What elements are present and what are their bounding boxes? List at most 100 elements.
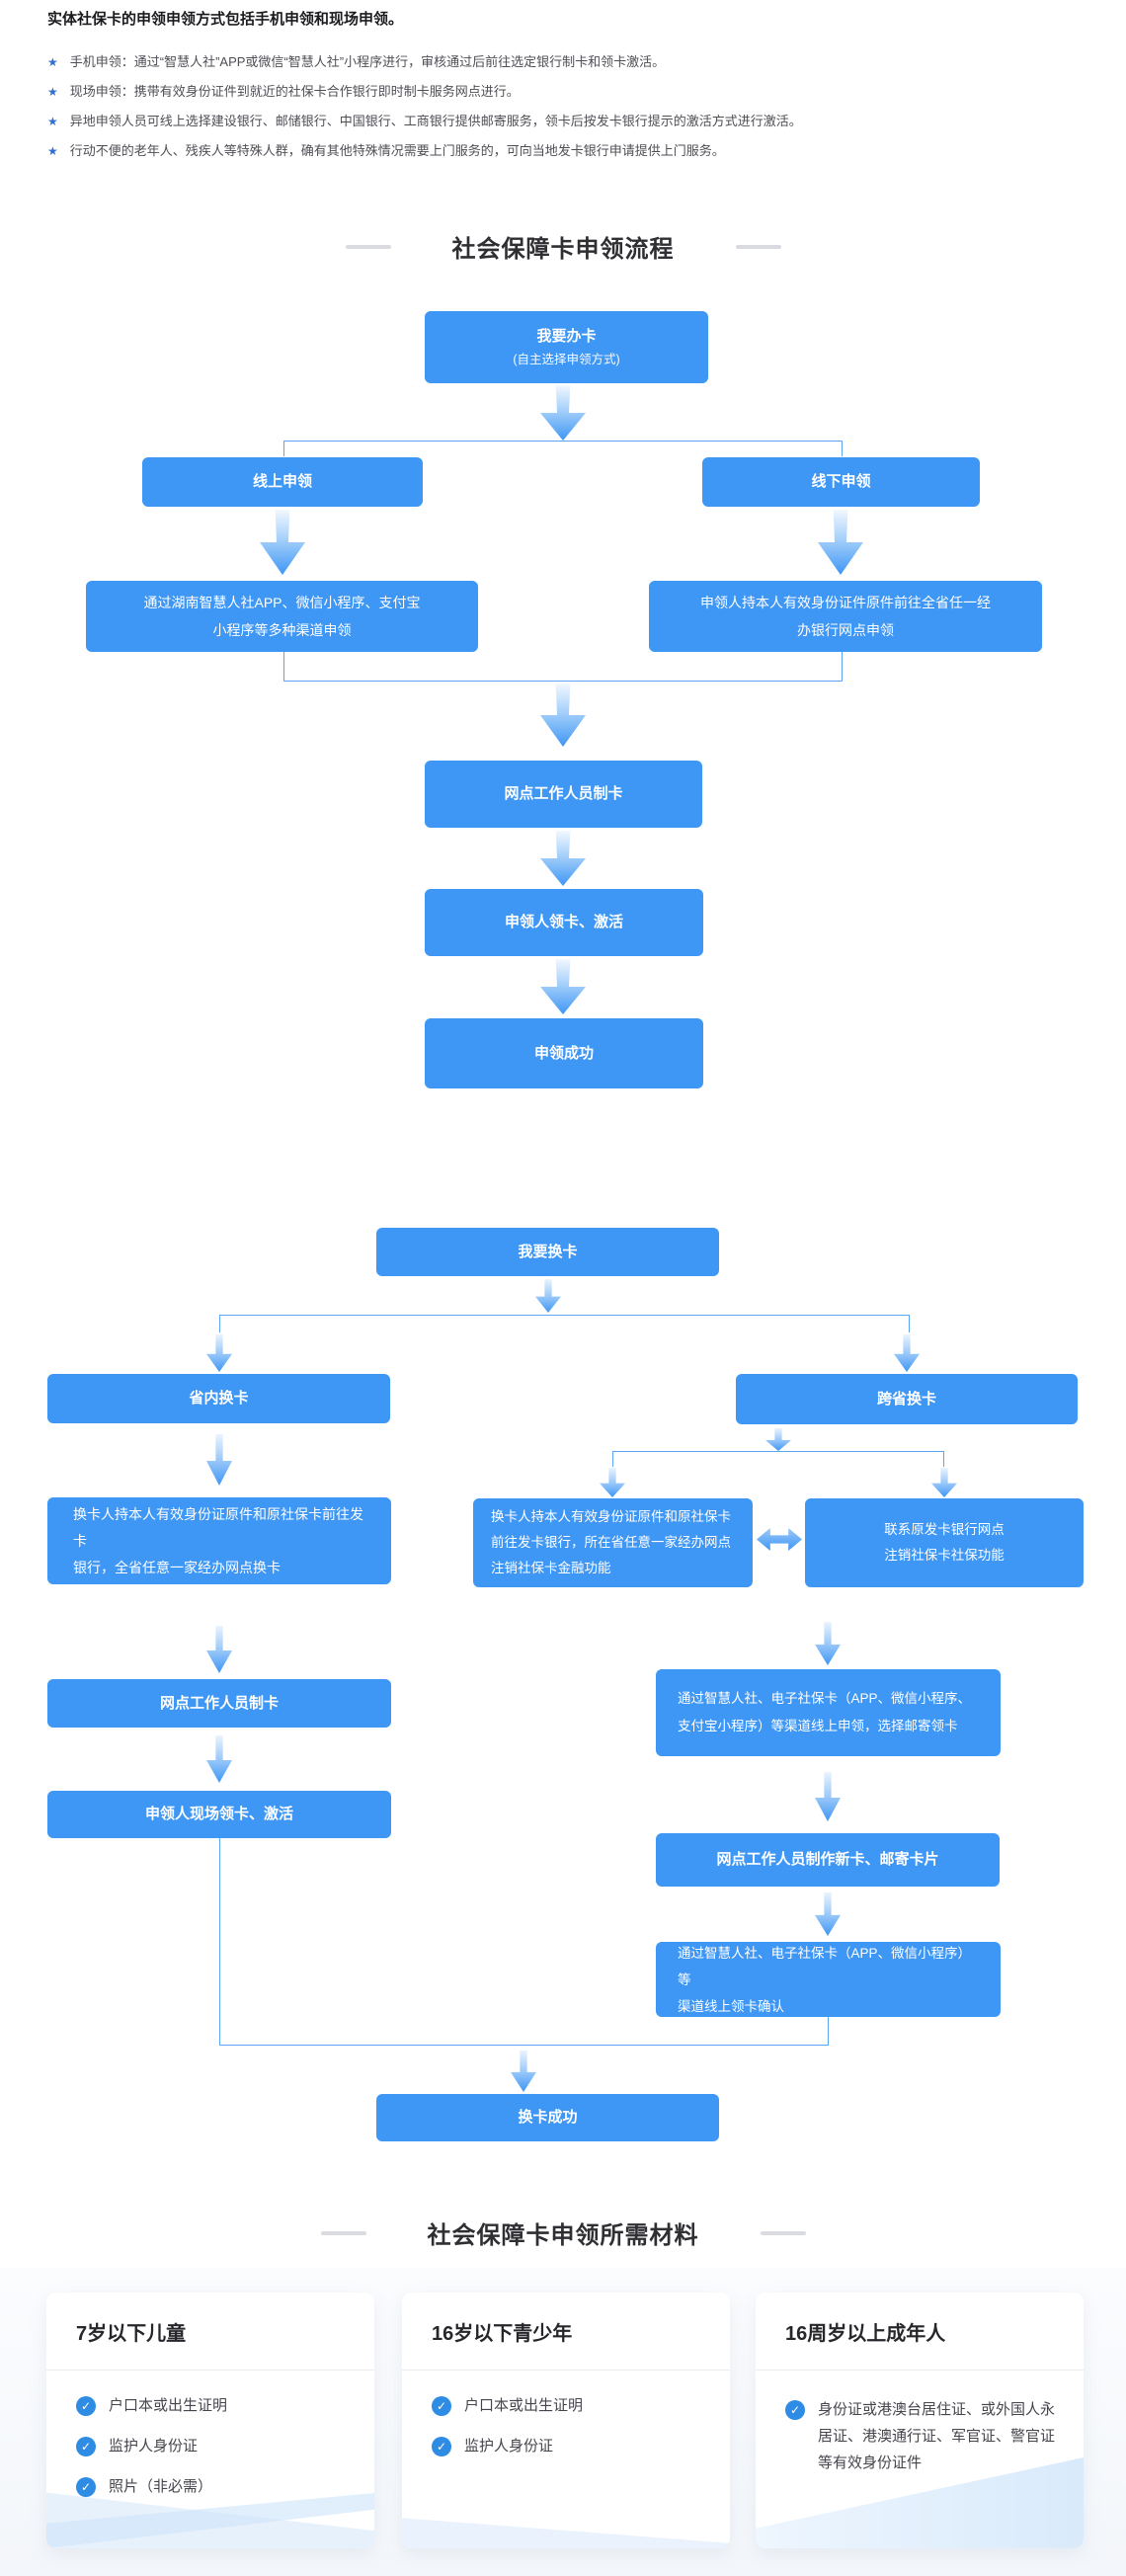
node-title: 我要办卡 [536,327,597,345]
node-online-confirm: 通过智慧人社、电子社保卡（APP、微信小程序）等 渠道线上领卡确认 [656,1942,1001,2017]
node-online-desc: 通过湖南智慧人社APP、微信小程序、支付宝 小程序等多种渠道申领 [86,581,478,652]
arrow-down-icon [540,831,586,886]
desc-line: 通过湖南智慧人社APP、微信小程序、支付宝 [143,595,421,610]
intro-bullet: ★ 行动不便的老年人、残疾人等特殊人群，确有其他特殊情况需要上门服务的，可向当地… [47,141,725,161]
arrow-down-icon [894,1334,920,1372]
arrow-down-icon [540,385,586,441]
node-receive-activate: 申领人领卡、激活 [425,889,703,956]
material-item: ✓ 户口本或出生证明 [76,2396,347,2416]
arrow-down-icon [535,1279,561,1313]
star-icon: ★ [47,55,58,69]
material-item: ✓ 照片（非必需） [76,2477,347,2497]
connector-merge [283,652,843,682]
node-title: 跨省换卡 [876,1390,936,1408]
material-item-text: 照片（非必需） [109,2478,213,2495]
desc-line: 联系原发卡银行网点 [884,1522,1005,1537]
desc-line: 渠道线上领卡确认 [678,1998,784,2014]
star-icon: ★ [47,144,58,158]
node-title: 网点工作人员制作新卡、邮寄卡片 [716,1851,939,1868]
node-title: 换卡成功 [518,2109,578,2126]
intro-bullet-text: 现场申领：携带有效身份证件到就近的社保卡合作银行即时制卡服务网点进行。 [69,84,520,99]
material-card-children: 7岁以下儿童 ✓ 户口本或出生证明 ✓ 监护人身份证 ✓ 照片（非必需） [46,2293,374,2548]
material-card-teens: 16岁以下青少年 ✓ 户口本或出生证明 ✓ 监护人身份证 [402,2293,730,2548]
arrow-down-icon [815,1622,841,1665]
apply-flow-title: 社会保障卡申领流程 [451,236,675,263]
materials-title: 社会保障卡申领所需材料 [427,2222,699,2249]
intro-bullet-text: 行动不便的老年人、残疾人等特殊人群，确有其他特殊情况需要上门服务的，可向当地发卡… [69,143,725,158]
connector-line [219,2045,829,2046]
arrow-down-icon [260,510,305,575]
arrow-down-icon [206,1334,232,1372]
node-subtitle: (自主选择申领方式) [513,352,620,366]
arrow-down-icon [931,1468,957,1497]
node-title: 申领人现场领卡、激活 [144,1806,293,1822]
desc-line: 申领人持本人有效身份证件原件前往全省任一经 [700,595,991,610]
arrow-down-icon [600,1468,625,1497]
connector-split [283,441,843,456]
arrow-down-icon [206,1626,232,1673]
check-icon: ✓ [432,2437,451,2456]
desc-line: 通过智慧人社、电子社保卡（APP、微信小程序）等 [678,1945,972,1987]
material-item: ✓ 监护人身份证 [432,2437,702,2456]
intro-bullet: ★ 异地申领人员可线上选择建设银行、邮储银行、中国银行、工商银行提供邮寄服务，领… [47,112,802,131]
check-icon: ✓ [785,2400,805,2420]
material-item: ✓ 监护人身份证 [76,2437,347,2456]
node-in-province: 省内换卡 [47,1374,390,1423]
desc-line: 注销社保卡社保功能 [884,1548,1005,1563]
check-icon: ✓ [76,2396,96,2416]
arrow-down-icon [206,1735,232,1783]
desc-line: 注销社保卡金融功能 [491,1561,611,1575]
arrow-down-icon [206,1434,232,1486]
connector-line [219,1838,220,2045]
node-title: 线下申领 [811,473,871,490]
arrow-down-icon [765,1428,791,1451]
material-item-text: 户口本或出生证明 [109,2397,228,2414]
node-offline-desc: 申领人持本人有效身份证件原件前往全省任一经 办银行网点申领 [649,581,1042,652]
check-icon: ✓ [76,2477,96,2497]
node-title: 申领成功 [533,1044,594,1062]
apply-flow-title-row: 社会保障卡申领流程 [0,229,1126,264]
node-in-province-receive: 申领人现场领卡、激活 [47,1791,391,1838]
double-arrow-icon [757,1528,802,1551]
arrow-down-icon [540,684,586,747]
material-item-text: 监护人身份证 [464,2438,554,2455]
node-title: 网点工作人员制卡 [504,785,623,802]
card-title: 7岁以下儿童 [46,2293,374,2371]
title-dash [320,2230,366,2235]
check-icon: ✓ [432,2396,451,2416]
node-make-card: 网点工作人员制卡 [425,761,702,828]
connector-split [612,1451,944,1467]
intro-bullet-text: 异地申领人员可线上选择建设银行、邮储银行、中国银行、工商银行提供邮寄服务，领卡后… [69,114,802,128]
node-title: 线上申领 [252,473,312,490]
material-item: ✓ 户口本或出生证明 [432,2396,702,2416]
intro-bullet: ★ 手机申领：通过“智慧人社”APP或微信“智慧人社”小程序进行，审核通过后前往… [47,52,665,72]
card-title: 16岁以下青少年 [402,2293,730,2371]
desc-line: 通过智慧人社、电子社保卡（APP、微信小程序、 [678,1691,972,1706]
intro-heading: 实体社保卡的申领申领方式包括手机申领和现场申领。 [47,11,404,28]
desc-line: 办银行网点申领 [797,622,894,638]
arrow-down-icon [511,2051,536,2092]
intro-bullet-text: 手机申领：通过“智慧人社”APP或微信“智慧人社”小程序进行，审核通过后前往选定… [69,54,666,69]
card-title: 16周岁以上成年人 [756,2293,1084,2371]
node-replace-success: 换卡成功 [376,2094,719,2141]
material-item-text: 户口本或出生证明 [464,2397,584,2414]
check-icon: ✓ [76,2437,96,2456]
node-cancel-financial: 换卡人持本人有效身份证原件和原社保卡 前往发卡银行，所在省任意一家经办网点 注销… [473,1498,753,1587]
card-wave-decoration [402,2518,730,2548]
node-in-province-desc: 换卡人持本人有效身份证原件和原社保卡前往发卡 银行，全省任意一家经办网点换卡 [47,1497,391,1584]
title-dash [760,2230,806,2235]
node-title: 申领人领卡、激活 [504,914,623,930]
node-online-mail-apply: 通过智慧人社、电子社保卡（APP、微信小程序、 支付宝小程序）等渠道线上申领，选… [656,1669,1001,1756]
desc-line: 换卡人持本人有效身份证原件和原社保卡前往发卡 [73,1505,363,1549]
node-cancel-social: 联系原发卡银行网点 注销社保卡社保功能 [805,1498,1084,1587]
intro-bullet: ★ 现场申领：携带有效身份证件到就近的社保卡合作银行即时制卡服务网点进行。 [47,82,520,102]
material-item-text: 监护人身份证 [109,2438,199,2455]
desc-line: 换卡人持本人有效身份证原件和原社保卡 [491,1509,731,1524]
desc-line: 小程序等多种渠道申领 [212,622,352,638]
arrow-down-icon [540,959,586,1014]
arrow-down-icon [818,510,863,575]
star-icon: ★ [47,115,58,128]
node-make-mail-card: 网点工作人员制作新卡、邮寄卡片 [656,1833,1000,1887]
arrow-down-icon [815,1772,841,1821]
